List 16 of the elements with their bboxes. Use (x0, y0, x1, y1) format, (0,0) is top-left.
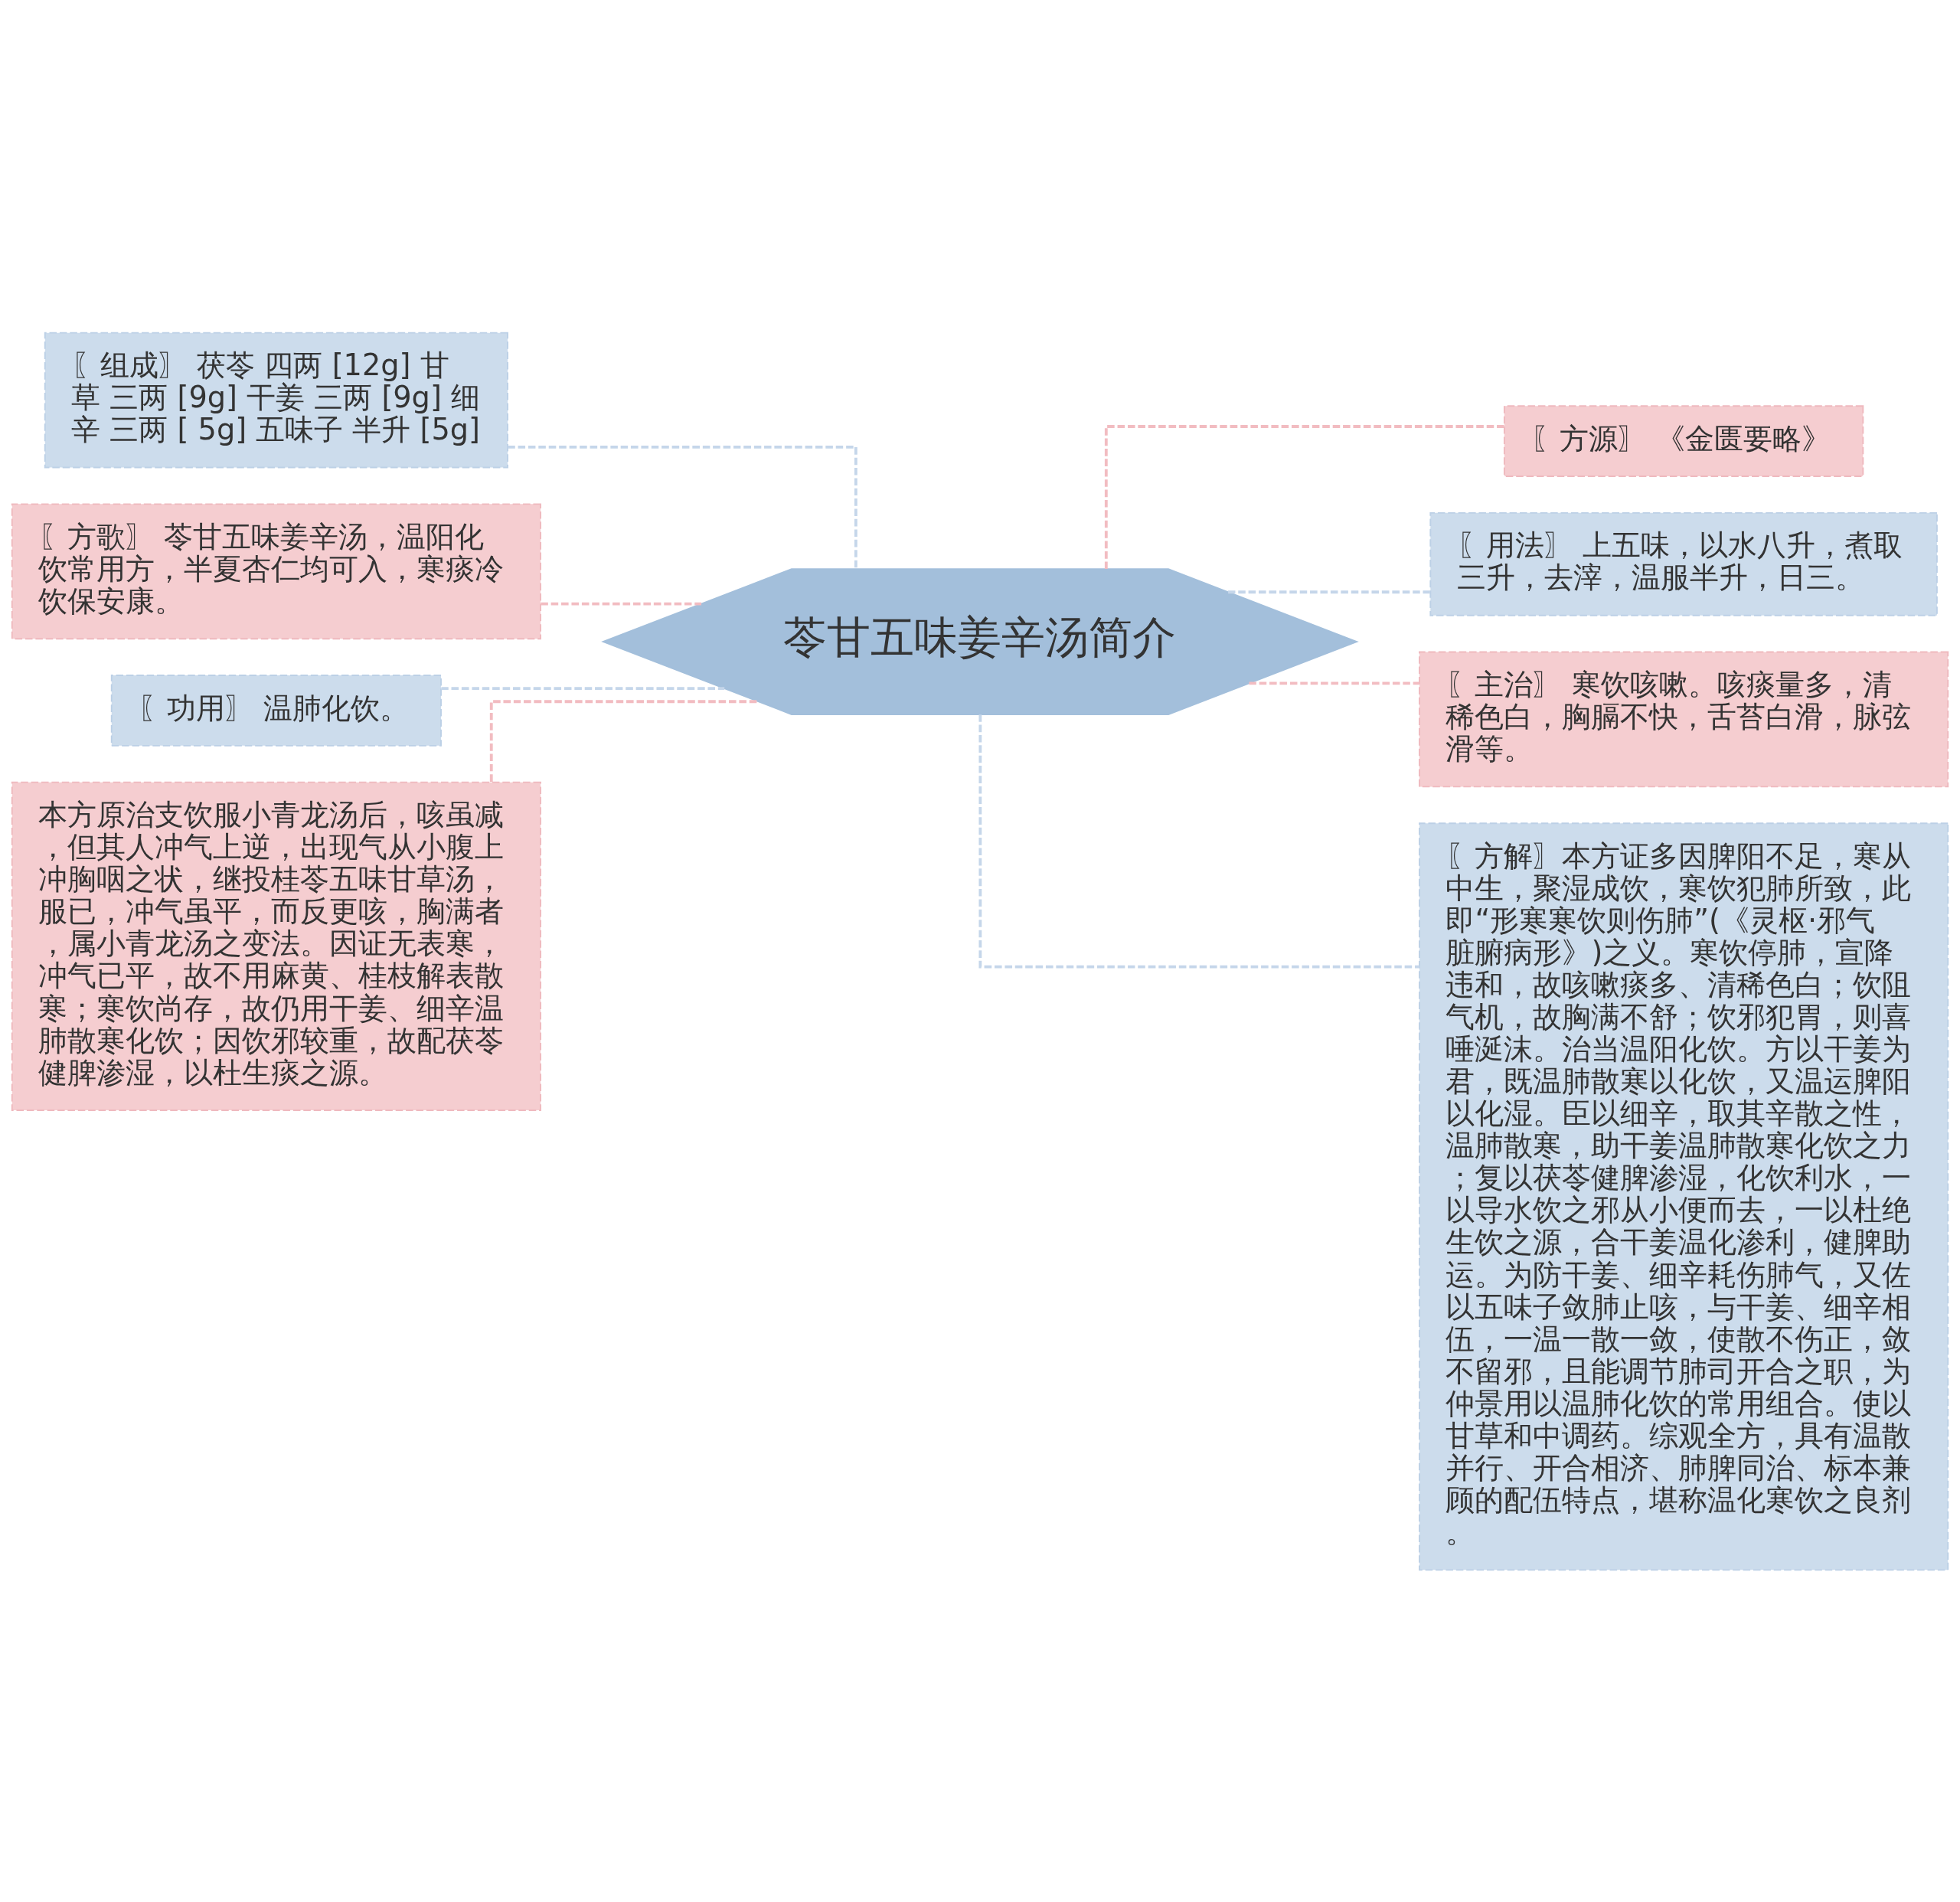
connector (978, 714, 1419, 968)
connector (508, 445, 858, 569)
connector (1104, 424, 1504, 569)
connector (489, 699, 758, 782)
node-box: 〖组成〗 茯苓 四两 [12g] 甘草 三两 [9g] 干姜 三两 [9g] 细辛 三两 [ 5g] 五味子 半升 [5g] (44, 332, 508, 468)
node-box: 〖方源〗 《金匮要略》 (1503, 404, 1864, 477)
connector (441, 686, 725, 690)
node-box: 〖功用〗 温肺化饮。 (110, 674, 442, 747)
node-box: 〖方歌〗 苓甘五味姜辛汤，温阳化饮常用方，半夏杏仁均可入，寒痰冷饮保安康。 (11, 502, 541, 639)
connector (1228, 590, 1430, 593)
node-box: 〖主治〗 寒饮咳嗽。咳痰量多，清稀色白，胸膈不快，舌苔白滑，脉弦滑等。 (1419, 651, 1949, 787)
node-box: 〖方解〗本方证多因脾阳不足，寒从中生，聚湿成饮，寒饮犯肺所致，此即“形寒寒饮则伤肺”(《灵枢·邪气脏腑病形》)之义。寒饮停肺，宣降违和，故咳嗽痰多、清稀色白；饮阻气机，故胸满不舒；饮邪犯胃，则喜唾涎沫。治当温阳化饮。方以干姜为君，既温肺散寒以化饮，又温运脾阳以化湿。臣以细辛，取其辛散之性，温肺散寒，助干姜温肺散寒化饮之力；复以茯苓健脾渗湿，化饮利水，一以导水饮之邪从小便而去，一以杜绝生饮之源，合干姜温化渗利，健脾助运。为防干姜、细辛耗伤肺气，又佐以五味子敛肺止咳，与干姜、细辛相伍，一温一散一敛，使散不伤正，敛不留邪，且能调节肺司开合之职，为仲景用以温肺化饮的常用组合。使以甘草和中调药。综观全方，具有温散并行、开合相济、肺脾同治、标本兼顾的配伍特点，堪称温化寒饮之良剂。 (1419, 822, 1949, 1570)
node-box: 〖用法〗 上五味，以水八升，煮取三升，去滓，温服半升，日三。 (1429, 511, 1938, 616)
connector (541, 602, 702, 605)
connector (1249, 681, 1419, 685)
node-box: 本方原治支饮服小青龙汤后，咳虽减，但其人冲气上逆，出现气从小腹上冲胸咽之状，继投桂苓五味甘草汤，服已，冲气虽平，而反更咳，胸满者，属小青龙汤之变法。因证无表寒，冲气已平，故不用麻黄、桂枝解表散寒；寒饮尚存，故仍用干姜、细辛温肺散寒化饮；因饮邪较重，故配茯苓健脾渗湿，以杜生痰之源。 (11, 781, 541, 1111)
